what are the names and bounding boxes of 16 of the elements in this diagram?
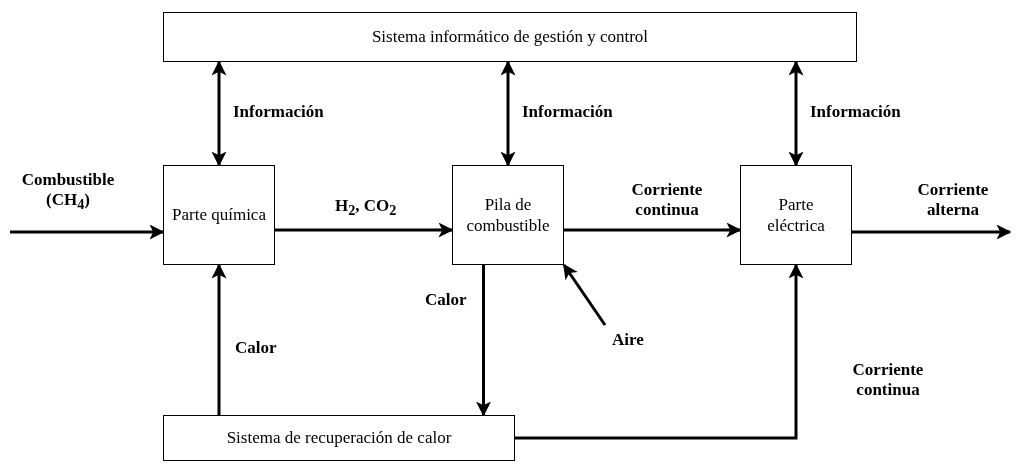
arrow [476,265,491,417]
arrow [564,222,742,238]
arrow [562,263,607,326]
process-box: Sistema informático de gestión y control [163,12,857,62]
process-box: Parte eléctrica [740,165,852,265]
arrow [10,224,165,240]
arrow [852,224,1012,240]
arrow [515,263,804,440]
arrow [275,222,454,238]
process-box: Pila de combustible [452,165,564,265]
arrow [211,263,227,415]
process-box: Sistema de recuperación de calor [163,415,515,461]
arrow [500,60,516,167]
arrow [788,60,804,167]
process-box: Parte química [163,165,275,265]
arrow [211,60,227,167]
